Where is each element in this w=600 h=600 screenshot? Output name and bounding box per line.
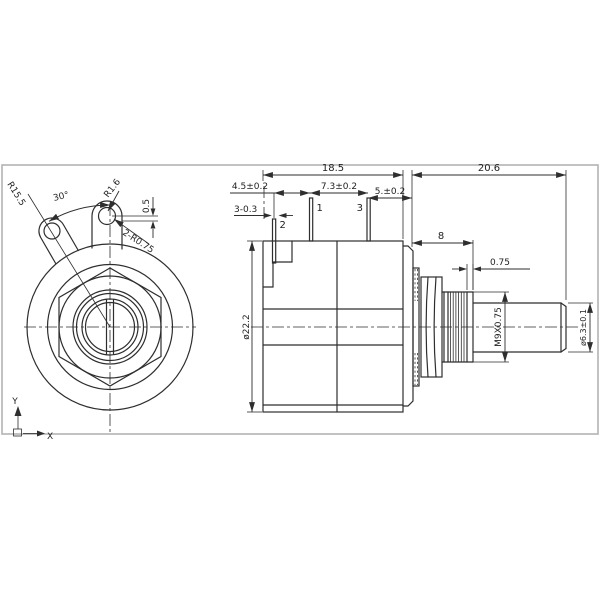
tab-radius-leader: [113, 218, 150, 245]
body-length-label: 18.5: [322, 163, 344, 174]
shaft-chamfer-top: [560, 302, 567, 308]
x-axis-label: X: [47, 432, 53, 442]
coordinate-axes: Y X: [11, 397, 53, 442]
pin-3: [366, 197, 371, 242]
tip-arrow-right: [473, 266, 481, 272]
offset-arrow-up: [150, 221, 156, 229]
shaft-circle: [81, 298, 139, 356]
origin-box: [13, 428, 22, 437]
bushing-thread-circle: [75, 292, 145, 362]
tip-arrow-left: [459, 266, 467, 272]
front-view: 30° R15.5 R1.6 0.5 2-R0.75 Y X: [4, 177, 196, 442]
pin2-to-pin1-label: 4.5±0.2: [232, 182, 268, 192]
pin1-to-pin3-label: 7.3±0.2: [321, 182, 357, 192]
r1-6-leader: [107, 190, 120, 212]
ear-angle-arc: [48, 202, 111, 222]
body-inner-circle: [46, 263, 174, 391]
x-axis-arrow: [37, 430, 45, 437]
ear-offset-label: 0.5: [142, 199, 152, 213]
ear-corner-radius-label: 2-R0.75: [120, 228, 155, 256]
pin-width-label: 3-0.3: [234, 205, 257, 215]
pin3-label: 3: [357, 203, 363, 214]
y-axis-arrow: [14, 406, 22, 416]
pin-2: [271, 218, 277, 264]
hex-nut-outline: [58, 267, 162, 387]
side-view: 1 2 3: [230, 163, 593, 413]
bushing-base-circle: [58, 275, 162, 379]
hex-nut-side: [420, 276, 443, 378]
shaft-inner-circle: [84, 301, 136, 353]
thread-lines: [450, 292, 465, 362]
pin1-label: 1: [317, 203, 323, 214]
offset-arrow-down: [150, 208, 156, 216]
ear-hole-radius-label: R1.6: [102, 177, 123, 200]
pin3-to-face-label: 5.±0.2: [375, 187, 405, 197]
body-top-left-step: [262, 240, 293, 288]
mounting-flange: [402, 245, 414, 407]
shaft-assembly-length-label: 20.6: [478, 163, 500, 174]
bushing-length-label: 8: [438, 231, 444, 242]
nut-facet-right: [433, 276, 437, 378]
body-radius-label: R15.5: [4, 180, 26, 208]
thread-spec-label: M9X0.75: [494, 307, 504, 347]
body-diameter-label: ø22.2: [242, 314, 252, 340]
body-outer-circle: [26, 243, 194, 411]
pin-width-arrow-right: [278, 213, 287, 218]
left-ear-tab: [38, 217, 79, 265]
pin-width-arrow-left: [263, 213, 272, 218]
pin2-label: 2: [280, 220, 286, 231]
nut-facet-left: [425, 276, 429, 378]
left-ear-hole: [43, 222, 61, 240]
shaft-chamfer-bottom: [560, 347, 567, 353]
y-axis-label: Y: [11, 397, 18, 407]
r15-5-leader-line: [27, 193, 111, 328]
lock-washer: [412, 267, 420, 387]
pin-1: [308, 197, 314, 242]
shaft-diameter-label: ø6.3±0.1: [579, 309, 588, 346]
drawing-frame: [1, 164, 599, 435]
ear-angle-label: 30°: [52, 190, 70, 204]
bushing-tip-label: 0.75: [490, 258, 510, 268]
body-outline: [262, 240, 404, 413]
bushing-outer-circle: [72, 289, 148, 365]
